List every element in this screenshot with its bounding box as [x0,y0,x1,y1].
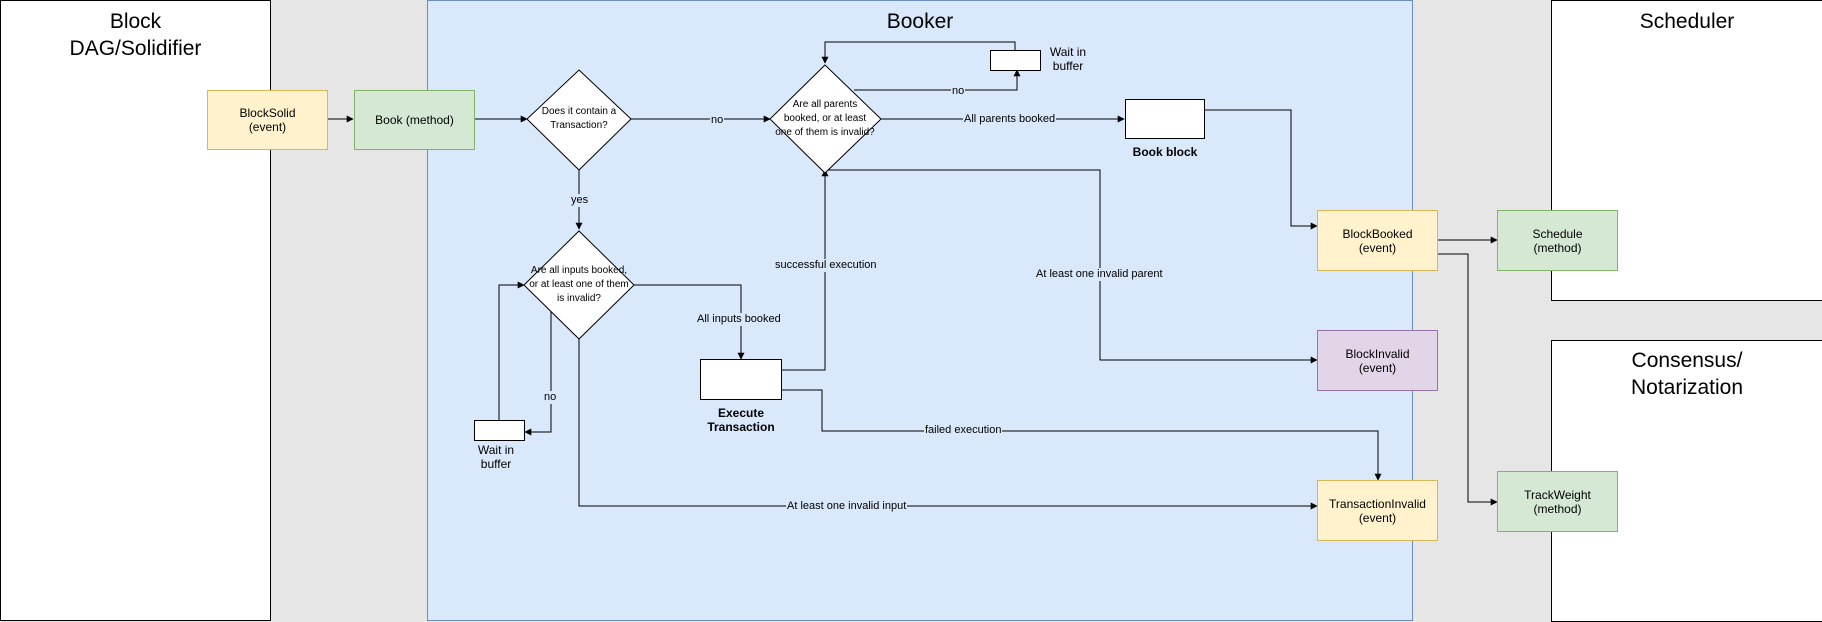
edge-successful-execution [782,169,829,371]
edge-label-inputs-no: no [543,391,558,404]
block-solid-event: BlockSolid (event) [207,90,328,150]
wait-buffer-top-box [990,50,1041,71]
book-method: Book (method) [354,90,475,150]
wait-buffer-top-label: Wait in buffer [1049,45,1087,73]
edge-label-invalid-parent: At least one invalid parent [1035,268,1164,281]
edge-invalid-input [578,338,1318,510]
book-block-box [1125,99,1205,139]
edge-invalid-parent [825,169,1318,364]
execute-transaction-label: Execute Transaction [707,406,775,434]
edge-label-all-parents-booked: All parents booked [963,113,1057,126]
edge-blockbooked-to-trackweight [1438,253,1498,506]
block-invalid-event: BlockInvalid (event) [1317,330,1438,391]
wait-buffer-bottom-label: Wait in buffer [477,443,515,471]
block-dag-solidifier-title: Block DAG/Solidifier [69,10,202,60]
block-booked-event: BlockBooked (event) [1317,210,1438,271]
parents-check-text: Are all parents booked, or at least one … [775,99,875,138]
parents-check-diamond [769,64,882,174]
schedule-method: Schedule (method) [1497,210,1618,271]
edge-label-parents-no: no [951,85,966,98]
edge-label-all-inputs-booked: All inputs booked [696,313,782,326]
edge-label-failed-execution: failed execution [924,424,1003,437]
contains-transaction-diamond [526,69,632,171]
edge-all-inputs-booked [634,284,745,360]
edge-buffer-to-inputs [498,281,525,420]
scheduler-title: Scheduler [1639,10,1735,33]
execute-transaction-box [700,359,782,400]
edge-bookblock-to-blockbooked [1205,109,1318,230]
edge-label-no-tx: no [710,114,725,127]
inputs-check-text: Are all inputs booked, or at least one o… [529,265,629,304]
edge-parents-no-to-buffer [854,69,1021,91]
edge-failed-execution [782,389,1382,481]
book-block-label: Book block [1132,145,1198,159]
booker-title: Booker [886,10,954,33]
edge-label-successful-execution: successful execution [774,259,878,272]
edge-label-yes-tx: yes [570,194,590,207]
track-weight-method: TrackWeight (method) [1497,471,1618,532]
edge-inputs-no [524,310,552,436]
wait-buffer-bottom-box [474,420,525,441]
transaction-invalid-event: TransactionInvalid (event) [1317,480,1438,541]
edge-buffer-loop-back [821,41,1016,64]
contains-transaction-text: Does it contain a Transaction? [541,106,617,131]
consensus-notarization-title: Consensus/ Notarization [1630,349,1744,399]
edge-label-invalid-input: At least one invalid input [786,500,908,513]
inputs-check-diamond [523,230,635,340]
